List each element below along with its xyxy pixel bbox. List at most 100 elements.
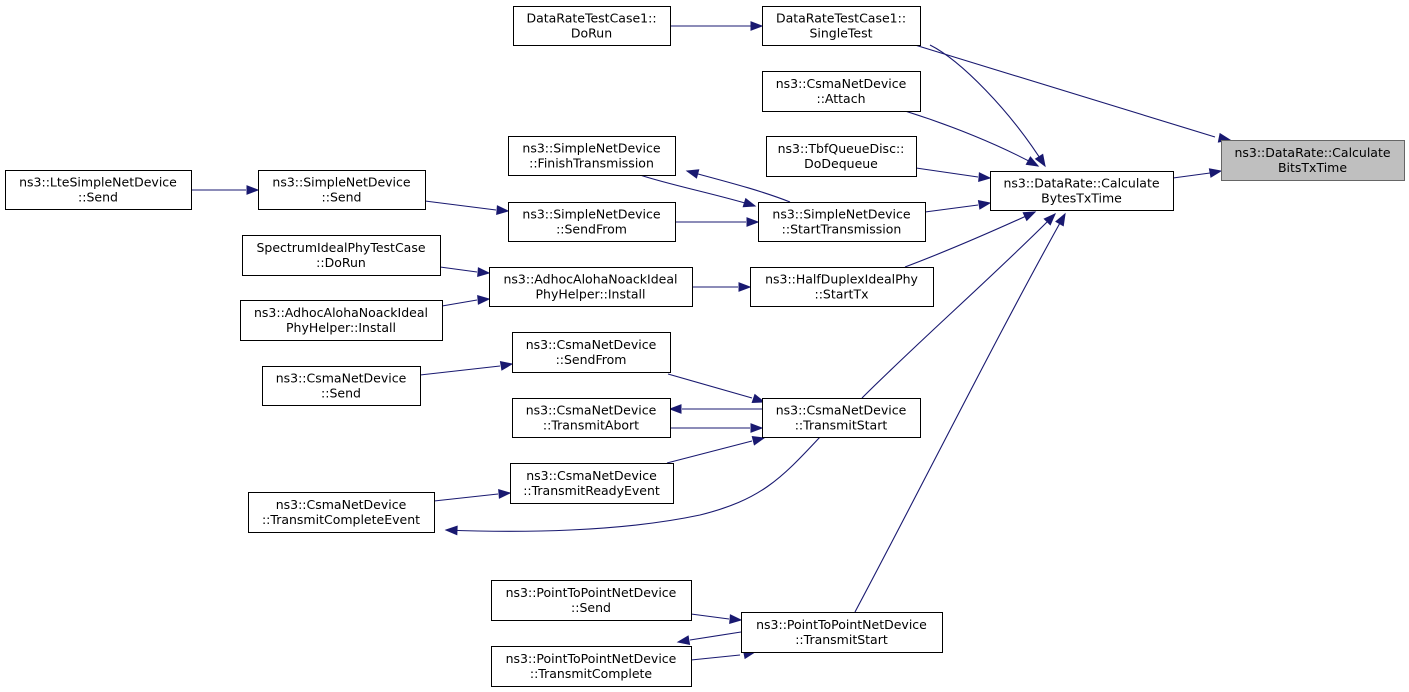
- arrowhead: [746, 217, 760, 227]
- node-p2p-send[interactable]: ns3::PointToPointNetDevice::Send: [491, 580, 692, 621]
- edge-csma-tstart-to-csma-tcomplete: [444, 436, 821, 536]
- edge-p2p-send-to-p2p-tstart: [690, 613, 743, 624]
- edge-snd-finish-to-snd-start: [639, 174, 757, 208]
- node-snd-start[interactable]: ns3::SimpleNetDevice::StartTransmission: [758, 202, 926, 242]
- edge-line: [904, 211, 1036, 268]
- arrowhead: [751, 436, 766, 446]
- edges-layer: [191, 21, 1232, 661]
- node-box: [240, 300, 443, 341]
- node-label-line-1: ns3::SimpleNetDevice: [772, 207, 910, 222]
- arrowhead: [477, 267, 491, 277]
- node-csma-tabort[interactable]: ns3::CsmaNetDevice::TransmitAbort: [512, 398, 671, 438]
- node-aloha-install2[interactable]: ns3::AdhocAlohaNoackIdealPhyHelper::Inst…: [240, 300, 443, 341]
- node-box: [491, 646, 692, 687]
- edge-line: [689, 631, 742, 641]
- node-label-line-1: ns3::CsmaNetDevice: [526, 403, 657, 418]
- node-label-line-2: ::StartTx: [815, 287, 869, 302]
- node-label-line-2: ::StartTransmission: [782, 222, 902, 237]
- node-csma-send[interactable]: ns3::CsmaNetDevice::Send: [262, 366, 421, 406]
- node-box: [248, 492, 435, 533]
- edge-csma-tcomplete-to-csma-tready: [433, 489, 512, 502]
- arrowhead: [1034, 153, 1046, 168]
- node-box: [508, 136, 676, 176]
- edge-line: [639, 174, 756, 207]
- node-label-line-2: DoRun: [571, 26, 612, 41]
- node-label-line-2: ::TransmitComplete: [530, 666, 653, 681]
- node-drtc-single[interactable]: DataRateTestCase1::SingleTest: [762, 6, 921, 46]
- arrowhead: [978, 172, 992, 182]
- edge-snd-start-to-calc-bytes: [924, 200, 992, 213]
- edge-line: [1172, 172, 1211, 179]
- node-box: [489, 267, 693, 307]
- node-tbf-dequeue[interactable]: ns3::TbfQueueDisc::DoDequeue: [766, 136, 917, 177]
- node-label-line-1: ns3::SimpleNetDevice: [522, 141, 660, 156]
- node-label-line-1: SpectrumIdealPhyTestCase: [256, 240, 425, 255]
- arrowhead: [676, 635, 691, 645]
- node-label-line-1: ns3::CsmaNetDevice: [776, 76, 907, 91]
- arrowhead: [751, 393, 766, 404]
- node-csma-attach[interactable]: ns3::CsmaNetDevice::Attach: [762, 71, 921, 112]
- edge-line: [854, 213, 1066, 613]
- edge-snd-send-to-snd-sendfrom: [424, 200, 510, 215]
- node-box: [512, 398, 671, 438]
- arrowhead: [742, 197, 757, 208]
- node-box: [741, 612, 943, 653]
- edge-csma-tstart-to-calc-bytes: [861, 212, 1056, 399]
- node-spec-dorun[interactable]: SpectrumIdealPhyTestCase::DoRun: [242, 235, 441, 276]
- node-box: [762, 398, 921, 438]
- node-label-line-2: ::TransmitReadyEvent: [523, 483, 660, 498]
- node-lte-send[interactable]: ns3::LteSimpleNetDevice::Send: [5, 170, 192, 210]
- node-label-line-1: ns3::SimpleNetDevice: [272, 175, 410, 190]
- node-drtc-dorun[interactable]: DataRateTestCase1::DoRun: [513, 6, 671, 46]
- node-hdip-starttx[interactable]: ns3::HalfDuplexIdealPhy::StartTx: [750, 267, 934, 307]
- arrowhead: [1025, 156, 1040, 167]
- edge-line: [667, 373, 753, 399]
- edge-line: [915, 167, 979, 178]
- node-label-line-1: ns3::AdhocAlohaNoackIdeal: [254, 305, 428, 320]
- edge-line: [666, 440, 753, 464]
- arrowhead: [729, 614, 743, 624]
- edge-line: [441, 299, 478, 307]
- edge-csma-attach-to-calc-bytes: [904, 110, 1040, 167]
- edge-snd-start-to-snd-finish: [685, 169, 791, 203]
- node-aloha-install[interactable]: ns3::AdhocAlohaNoackIdealPhyHelper::Inst…: [489, 267, 693, 307]
- edge-aloha-install-to-hdip-starttx: [692, 282, 752, 292]
- node-box: [762, 71, 921, 112]
- edge-line: [419, 365, 501, 376]
- node-snd-sendfrom[interactable]: ns3::SimpleNetDevice::SendFrom: [508, 202, 676, 242]
- node-label-line-2: PhyHelper::Install: [535, 287, 645, 302]
- node-csma-tready[interactable]: ns3::CsmaNetDevice::TransmitReadyEvent: [510, 463, 674, 504]
- edge-csma-tabort-to-csma-tstart: [670, 423, 764, 433]
- node-csma-tstart[interactable]: ns3::CsmaNetDevice::TransmitStart: [762, 398, 921, 438]
- node-box: [512, 332, 671, 373]
- edge-tbf-dequeue-to-calc-bytes: [915, 167, 992, 182]
- node-snd-finish[interactable]: ns3::SimpleNetDevice::FinishTransmission: [508, 136, 676, 176]
- node-csma-tcomplete[interactable]: ns3::CsmaNetDevice::TransmitCompleteEven…: [248, 492, 435, 533]
- edge-spec-dorun-to-aloha-install: [439, 266, 491, 277]
- node-p2p-tcomplete[interactable]: ns3::PointToPointNetDevice::TransmitComp…: [491, 646, 692, 687]
- edge-line: [424, 200, 497, 211]
- node-label-line-2: ::Attach: [816, 91, 865, 106]
- node-label-line-1: ns3::CsmaNetDevice: [276, 497, 407, 512]
- edge-csma-tstart-to-csma-tabort: [668, 404, 762, 414]
- node-box: [491, 580, 692, 621]
- node-label-line-1: DataRateTestCase1::: [526, 11, 656, 26]
- node-snd-send[interactable]: ns3::SimpleNetDevice::Send: [258, 170, 426, 210]
- edge-p2p-tstart-to-p2p-tcomplete: [676, 631, 742, 645]
- node-p2p-tstart[interactable]: ns3::PointToPointNetDevice::TransmitStar…: [741, 612, 943, 653]
- node-box: [990, 171, 1174, 211]
- edge-line: [439, 266, 478, 273]
- node-label-line-1: DataRateTestCase1::: [776, 11, 906, 26]
- edge-csma-tready-to-csma-tstart: [666, 436, 766, 464]
- node-label-line-1: ns3::SimpleNetDevice: [522, 207, 660, 222]
- node-csma-sendfrom[interactable]: ns3::CsmaNetDevice::SendFrom: [512, 332, 671, 373]
- edge-lte-send-to-snd-send: [191, 185, 260, 195]
- node-label-line-1: ns3::TbfQueueDisc::: [778, 141, 905, 156]
- arrowhead: [1043, 212, 1056, 226]
- node-label-line-2: ::TransmitCompleteEvent: [262, 512, 420, 527]
- node-label-line-2: ::Send: [571, 600, 611, 615]
- arrowhead: [477, 295, 491, 305]
